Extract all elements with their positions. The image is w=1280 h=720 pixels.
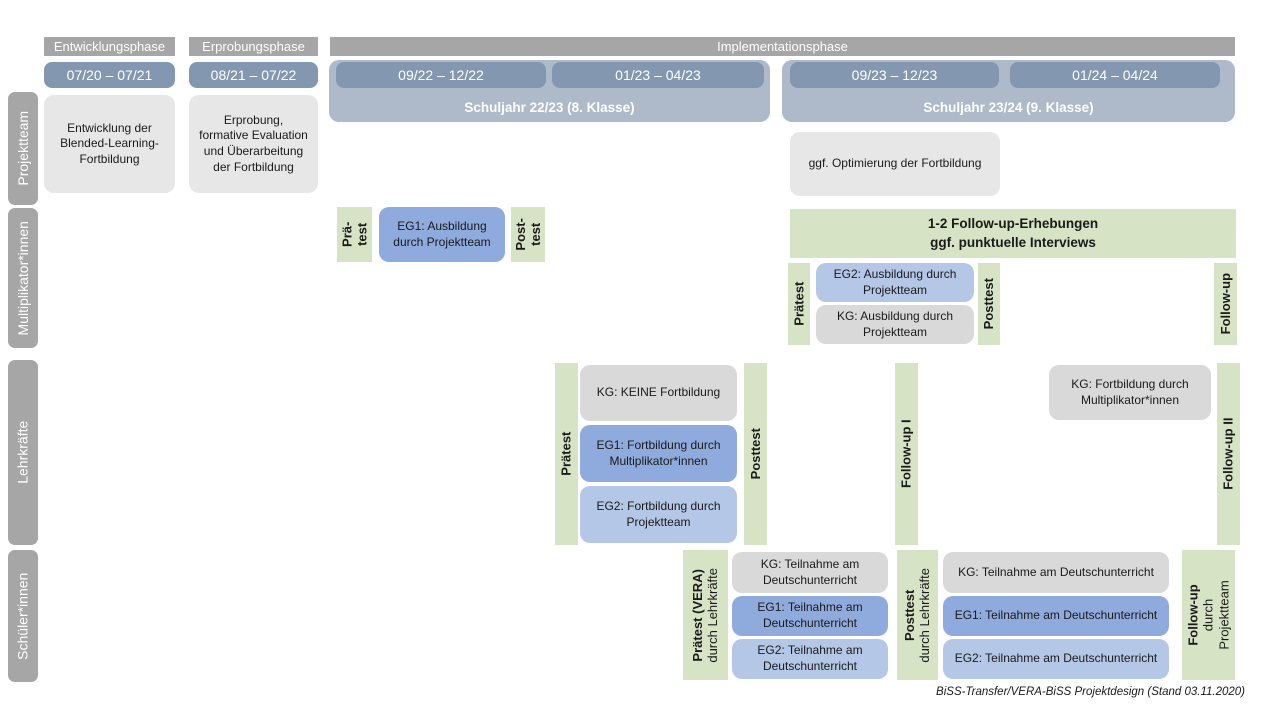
bar-posttest-schueler-text: Posttest durch Lehrkräfte xyxy=(902,568,933,663)
bar-posttest-multiplikatoren-2: Posttest xyxy=(978,263,1000,345)
bar-followup2-lehrkraefte: Follow-up II xyxy=(1217,363,1240,545)
bar-posttest-multiplikatoren-1: Post- test xyxy=(511,207,545,262)
bar-praetest-multiplikatoren-1-text: Prä- test xyxy=(339,222,370,247)
bar-followup-multiplikatoren-text: Follow-up xyxy=(1217,273,1233,335)
row-label-multiplikatoren: Multiplikator*innen xyxy=(8,208,38,348)
posttest-schueler-line2: durch Lehrkräfte xyxy=(917,567,933,663)
period-0124-0424: 01/24 – 04/24 xyxy=(1010,62,1220,88)
phase-bar-entwicklung: Entwicklungsphase xyxy=(44,37,175,56)
row-label-lehrkraefte-text: Lehrkräfte xyxy=(14,420,31,485)
box-eg2-ausbildung-projektteam: EG2: Ausbildung durch Projektteam xyxy=(816,263,974,302)
bar-praetest-lehrkraefte: Prätest xyxy=(555,363,578,545)
box-kg-teilnahme-deutsch-1: KG: Teilnahme am Deutschunterricht xyxy=(732,552,888,593)
row-label-multiplikatoren-text: Multiplikator*innen xyxy=(14,220,31,336)
bar-posttest-multiplikatoren-1-text: Post- test xyxy=(513,218,544,251)
posttest-short-line1: Post- xyxy=(512,218,528,251)
box-eg2-teilnahme-deutsch-1: EG2: Teilnahme am Deutschunterricht xyxy=(732,639,888,679)
box-eg1-ausbildung-projektteam: EG1: Ausbildung durch Projektteam xyxy=(379,207,505,262)
bar-praetest-vera-schueler: Prätest (VERA) durch Lehrkräfte xyxy=(683,550,728,680)
row-label-projektteam: Projektteam xyxy=(8,92,38,205)
bar-posttest-lehrkraefte-text: Posttest xyxy=(747,428,763,480)
followup-schueler-line2: durch xyxy=(1200,598,1216,632)
bar-praetest-multiplikatoren-2-text: Prätest xyxy=(791,281,807,327)
posttest-short-line2: test xyxy=(528,222,543,247)
box-entwicklung-fortbildung: Entwicklung der Blended-Learning-Fortbil… xyxy=(44,95,175,193)
praetest-short-line2: test xyxy=(354,222,370,247)
posttest-schueler-line1: Posttest xyxy=(902,589,918,641)
period-0720-0721: 07/20 – 07/21 xyxy=(44,62,175,88)
bar-followup2-lehrkraefte-text: Follow-up II xyxy=(1220,417,1236,491)
box-kg-fortbildung-multiplikatoren: KG: Fortbildung durch Multiplikator*inne… xyxy=(1049,365,1211,420)
followup-schueler-line3: Projektteam xyxy=(1216,580,1232,650)
praetest-vera-line1: Prätest (VERA) xyxy=(690,568,706,662)
bar-followup1-lehrkraefte-text: Follow-up I xyxy=(898,419,914,489)
praetest-short-line1: Prä- xyxy=(339,221,355,248)
followup-schueler-line1: Follow-up xyxy=(1185,584,1201,646)
box-eg2-teilnahme-deutsch-2: EG2: Teilnahme am Deutschunterricht xyxy=(943,639,1169,679)
footer-caption: BiSS-Transfer/VERA-BiSS Projektdesign (S… xyxy=(936,686,1245,698)
row-label-schueler-text: Schüler*innen xyxy=(14,572,31,660)
bar-posttest-multiplikatoren-2-text: Posttest xyxy=(981,278,997,330)
praetest-vera-line2: durch Lehrkräfte xyxy=(705,567,721,663)
box-kg-ausbildung-projektteam: KG: Ausbildung durch Projektteam xyxy=(816,305,974,344)
box-eg1-fortbildung-multiplikatoren: EG1: Fortbildung durch Multiplikator*inn… xyxy=(580,425,737,482)
bar-followup-schueler: Follow-up durch Projektteam xyxy=(1182,550,1235,680)
bar-praetest-multiplikatoren-1: Prä- test xyxy=(337,207,372,262)
school-year-2324-label: Schuljahr 23/24 (9. Klasse) xyxy=(923,100,1094,115)
bar-followup1-lehrkraefte: Follow-up I xyxy=(895,363,918,545)
box-eg2-fortbildung-projektteam: EG2: Fortbildung durch Projektteam xyxy=(580,486,737,543)
box-kg-keine-fortbildung: KG: KEINE Fortbildung xyxy=(580,365,737,421)
bar-posttest-lehrkraefte: Posttest xyxy=(744,363,767,545)
box-optimierung-fortbildung: ggf. Optimierung der Fortbildung xyxy=(790,132,1000,196)
bar-followup-schueler-text: Follow-up durch Projektteam xyxy=(1186,580,1232,649)
bar-praetest-lehrkraefte-text: Prätest xyxy=(558,431,574,477)
period-0821-0722: 08/21 – 07/22 xyxy=(189,62,318,88)
followup-erhebungen-line1: 1-2 Follow-up-Erhebungen xyxy=(927,216,1099,232)
row-label-projektteam-text: Projektteam xyxy=(14,111,31,186)
phase-bar-implementation: Implementationsphase xyxy=(330,37,1235,56)
row-label-lehrkraefte: Lehrkräfte xyxy=(8,360,38,545)
box-erprobung-evaluation: Erprobung, formative Evaluation und Über… xyxy=(189,95,318,193)
box-kg-teilnahme-deutsch-2: KG: Teilnahme am Deutschunterricht xyxy=(943,552,1169,593)
bar-praetest-multiplikatoren-2: Prätest xyxy=(788,263,810,345)
bar-posttest-schueler: Posttest durch Lehrkräfte xyxy=(897,550,938,680)
phase-bar-erprobung: Erprobungsphase xyxy=(189,37,318,56)
period-0123-0423: 01/23 – 04/23 xyxy=(552,62,764,88)
followup-erhebungen-line2: ggf. punktuelle Interviews xyxy=(930,234,1096,250)
box-eg1-teilnahme-deutsch-1: EG1: Teilnahme am Deutschunterricht xyxy=(732,596,888,636)
row-label-schueler: Schüler*innen xyxy=(8,550,38,682)
period-0922-1222: 09/22 – 12/22 xyxy=(336,62,546,88)
box-eg1-teilnahme-deutsch-2: EG1: Teilnahme am Deutschunterricht xyxy=(943,596,1169,636)
period-0923-1223: 09/23 – 12/23 xyxy=(790,62,999,88)
bar-followup-multiplikatoren: Follow-up xyxy=(1214,263,1237,345)
bar-praetest-vera-schueler-text: Prätest (VERA) durch Lehrkräfte xyxy=(690,568,721,663)
box-followup-erhebungen: 1-2 Follow-up-Erhebungen ggf. punktuelle… xyxy=(790,209,1236,258)
school-year-2223-label: Schuljahr 22/23 (8. Klasse) xyxy=(464,100,635,115)
